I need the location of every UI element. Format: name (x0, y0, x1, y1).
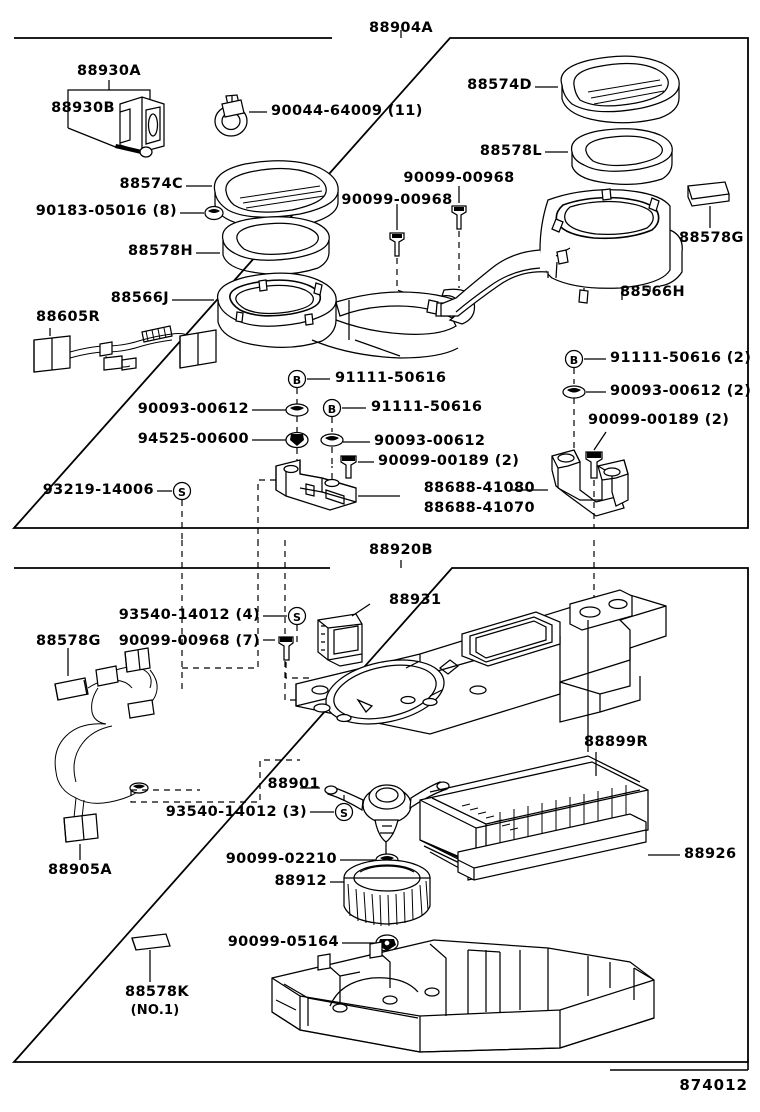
label-88605r: 88605R (36, 309, 101, 325)
label-88688-41070: 88688-41070 (423, 500, 535, 516)
label-88688-41080: 88688-41080 (423, 480, 535, 496)
bracket-88688-41070 (257, 459, 400, 540)
switch-assembly-88930a (67, 80, 165, 158)
label-90099-00968-left: 90099-00968 (341, 192, 453, 208)
svg-text:S: S (293, 611, 301, 624)
footer-rule (610, 1062, 749, 1071)
label-94525-00600: 94525-00600 (137, 431, 249, 447)
svg-text:S: S (340, 807, 348, 820)
fastener-group-right: B (510, 349, 629, 528)
label-88930a: 88930A (76, 63, 142, 79)
fan-wheel-88912 (330, 859, 431, 927)
label-90044-64009: 90044-64009 (11) (271, 103, 423, 119)
register-88574d (535, 55, 680, 124)
upper-section-frame (11, 30, 749, 529)
label-88899r: 88899R (583, 734, 649, 750)
label-88912: 88912 (274, 873, 327, 889)
label-88574c: 88574C (119, 176, 183, 192)
label-93219-14006: 93219-14006 (42, 482, 154, 498)
clamp-90044-64009 (214, 94, 267, 137)
section-title-upper: 88904A (368, 20, 434, 36)
resistor-88931 (317, 603, 371, 667)
label-88578g-upper: 88578G (679, 230, 744, 246)
label-88578h: 88578H (128, 243, 193, 259)
pad-88578g-upper (687, 181, 730, 228)
seal-88578h (196, 216, 330, 275)
label-90183-05016: 90183-05016 (8) (35, 203, 177, 219)
leader-dash-upper-to-lower-2 (182, 540, 259, 669)
harness-88905a (54, 647, 300, 860)
label-91111-50616-a: 91111-50616 (335, 370, 447, 386)
label-88566j: 88566J (110, 290, 169, 306)
label-90099-05164: 90099-05164 (227, 934, 339, 950)
label-90093-00612-b: 90093-00612 (374, 433, 486, 449)
svg-text:B: B (570, 354, 578, 367)
pad-88578k (131, 933, 171, 982)
svg-text:B: B (328, 403, 336, 416)
label-88926: 88926 (684, 846, 737, 862)
label-90099-02210: 90099-02210 (225, 851, 337, 867)
label-88578l: 88578L (479, 143, 542, 159)
badge-s-93219-14006[interactable]: S (157, 481, 192, 541)
label-93540-14012-4: 93540-14012 (4) (118, 607, 260, 623)
seal-88578l (545, 128, 673, 186)
label-88574d: 88574D (467, 77, 532, 93)
clip-90183-05016 (180, 205, 224, 221)
badge-s-93540-14012-3[interactable]: S (310, 795, 354, 822)
lower-case-88920b (271, 939, 655, 1053)
label-90093-00612-c: 90093-00612 (2) (610, 383, 752, 399)
label-88905a: 88905A (47, 862, 113, 878)
badge-s-93540-14012-4[interactable]: S (263, 606, 307, 645)
label-91111-50616-c: 91111-50616 (2) (610, 350, 752, 366)
harness-88605r (33, 325, 217, 373)
blower-case-88899r (295, 589, 667, 752)
label-90093-00612-a: 90093-00612 (137, 401, 249, 417)
svg-text:S: S (178, 486, 186, 499)
label-88930b: 88930B (51, 100, 115, 116)
air-filter-88926 (419, 752, 680, 881)
duct-88566j (172, 272, 476, 359)
screw-90099-00968-lower (263, 636, 310, 679)
fastener-group-center: B B (252, 369, 374, 479)
label-88578g-lower: 88578G (36, 633, 101, 649)
label-90099-00968-right: 90099-00968 (403, 170, 515, 186)
label-90099-00968-7: 90099-00968 (7) (118, 633, 260, 649)
section-title-lower: 88920B (369, 542, 433, 558)
label-88578k: 88578K (124, 984, 190, 1000)
register-88574c (186, 160, 339, 229)
screw-90099-00968-right (451, 186, 467, 230)
footer-code: 874012 (679, 1076, 748, 1094)
svg-text:B: B (293, 374, 301, 387)
label-88566h: 88566H (620, 284, 685, 300)
label-88901: 88901 (267, 776, 320, 792)
label-88931: 88931 (389, 592, 442, 608)
label-90099-00189-b: 90099-00189 (2) (588, 412, 730, 428)
blower-motor-88901 (300, 781, 450, 856)
label-90099-00189-a: 90099-00189 (2) (378, 453, 520, 469)
label-91111-50616-b: 91111-50616 (371, 399, 483, 415)
label-93540-14012-3: 93540-14012 (3) (165, 804, 307, 820)
screw-90099-00968-left (389, 204, 405, 257)
label-88578k-no1: (NO.1) (130, 1003, 180, 1018)
duct-88566h (440, 188, 683, 317)
